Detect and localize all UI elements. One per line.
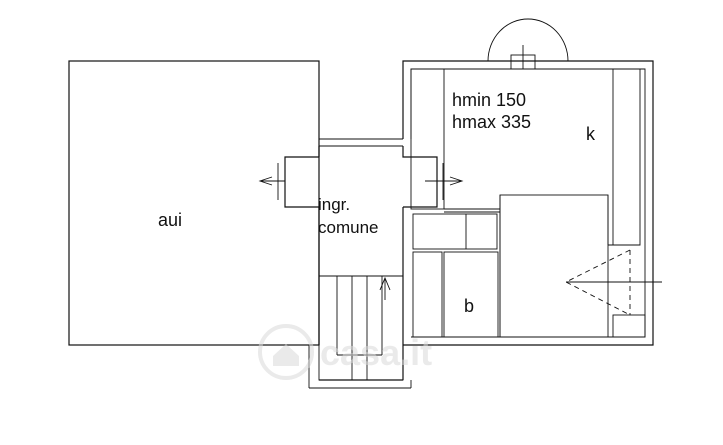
door-swing [565,249,662,316]
interior-walls [410,68,646,338]
height-min-label: hmin 150 [452,90,526,110]
aui-area [68,60,320,346]
door-arrow-left [258,163,285,200]
room-label-b: b [464,296,474,316]
staircase [308,275,412,389]
room-label-k: k [586,124,596,144]
house-logo-icon [258,324,314,380]
room-label-ingr: ingr. [318,195,350,214]
corridor-walls [319,138,403,147]
watermark: casa.it [258,324,432,380]
door-arrow-right [425,163,464,200]
height-max-label: hmax 335 [452,112,531,132]
watermark-text: casa.it [320,332,432,373]
bay-window [487,18,569,70]
room-label-comune: comune [318,218,378,237]
house-icon [273,344,299,366]
apartment-outline [402,60,654,346]
room-label-aui: aui [158,210,182,230]
